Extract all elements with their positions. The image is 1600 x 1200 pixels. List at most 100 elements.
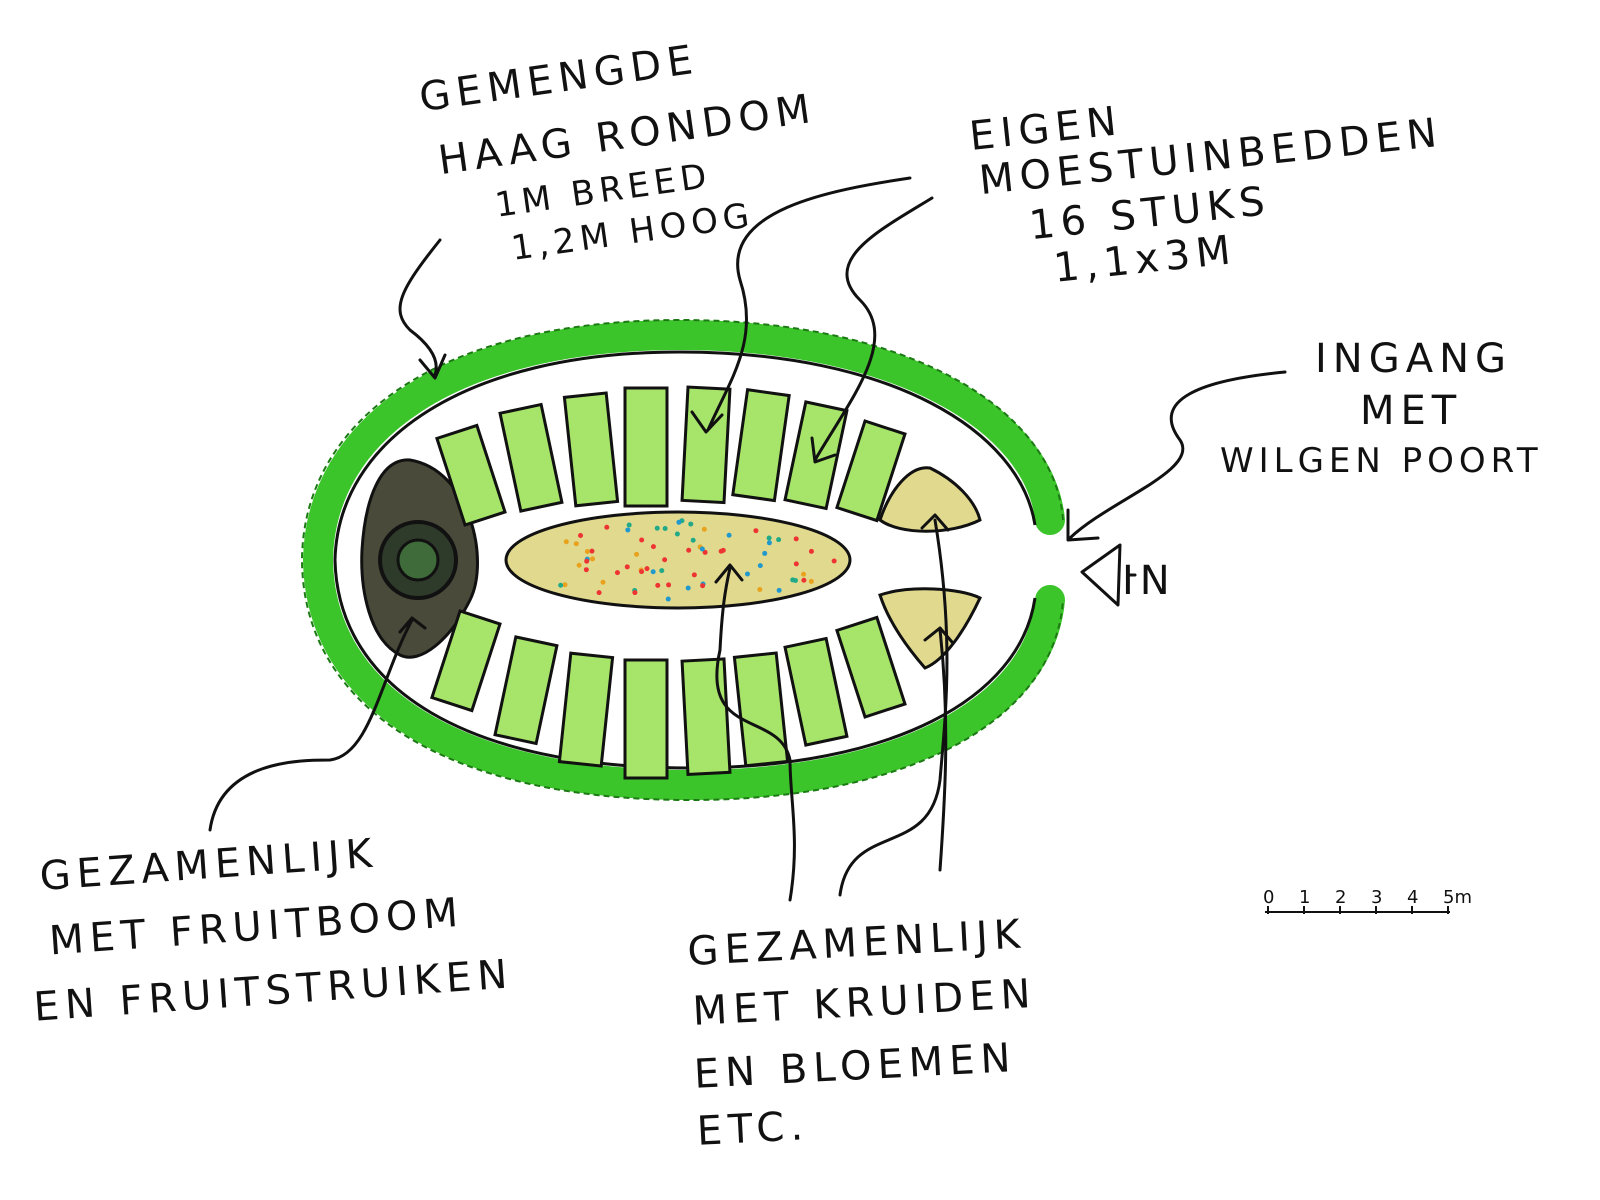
flower-dot bbox=[615, 570, 620, 575]
vegetable-bed bbox=[625, 388, 667, 506]
vegetable-bed bbox=[500, 405, 562, 512]
flower-dot bbox=[794, 561, 799, 566]
vegetable-bed bbox=[495, 637, 557, 744]
scale-tick-label: 4 bbox=[1407, 887, 1418, 908]
flower-dot bbox=[601, 580, 606, 585]
entrance-label-line: WILGEN POORT bbox=[1220, 441, 1543, 481]
flower-dot bbox=[639, 538, 644, 543]
flower-dot bbox=[589, 549, 594, 554]
flower-dot bbox=[655, 526, 660, 531]
flower-dot bbox=[832, 559, 837, 564]
flower-dot bbox=[644, 566, 649, 571]
herbs-label-line: ETC. bbox=[696, 1103, 810, 1155]
flower-dot bbox=[655, 583, 660, 588]
fruit-label-line: GEZAMENLIJK bbox=[38, 830, 379, 900]
vegetable-bed bbox=[785, 639, 847, 746]
herbs-label-line: EN BLOEMEN bbox=[693, 1035, 1018, 1098]
flower-dot bbox=[597, 590, 602, 595]
flower-dot bbox=[578, 533, 583, 538]
herbs-label-line: MET KRUIDEN bbox=[692, 971, 1038, 1035]
flower-dot bbox=[801, 578, 806, 583]
scale-bar: 0 1 2 3 4 5m bbox=[1263, 887, 1472, 914]
herb-triangle-bottom bbox=[880, 589, 980, 668]
hedge-leader bbox=[400, 240, 445, 378]
flower-dot bbox=[625, 527, 630, 532]
vegetable-bed bbox=[559, 653, 612, 766]
vegetable-bed bbox=[564, 393, 617, 506]
flower-dot bbox=[577, 563, 582, 568]
flower-dot bbox=[574, 541, 579, 546]
flower-dot bbox=[676, 520, 681, 525]
flower-dot bbox=[794, 536, 799, 541]
scale-tick-label: 3 bbox=[1371, 887, 1382, 908]
scale-tick-label: 0 bbox=[1263, 887, 1274, 908]
flower-dot bbox=[767, 540, 772, 545]
scale-tick-label: 1 bbox=[1299, 887, 1310, 908]
fruit-label-line: EN FRUITSTRUIKEN bbox=[32, 951, 514, 1030]
flower-dot bbox=[776, 537, 781, 542]
flower-dot bbox=[659, 568, 664, 573]
vegetable-bed bbox=[785, 402, 847, 509]
herbs-label-line: GEZAMENLIJK bbox=[686, 911, 1027, 975]
flower-dot bbox=[757, 587, 762, 592]
entrance-label-line: INGANG bbox=[1315, 336, 1512, 382]
flower-dot bbox=[666, 582, 671, 587]
flower-dot bbox=[604, 525, 609, 530]
scale-tick-label: 5m bbox=[1443, 887, 1472, 908]
entrance-label: INGANG MET WILGEN POORT IN bbox=[1122, 336, 1543, 604]
flower-dot bbox=[727, 533, 732, 538]
flower-dot bbox=[777, 588, 782, 593]
flower-dot bbox=[809, 579, 814, 584]
flower-dot bbox=[700, 546, 705, 551]
flower-dot bbox=[675, 531, 680, 536]
flower-dot bbox=[809, 549, 814, 554]
flower-dot bbox=[767, 536, 772, 541]
flower-dot bbox=[562, 582, 567, 587]
entrance-label-line: MET bbox=[1360, 388, 1462, 434]
herbs-label: GEZAMENLIJK MET KRUIDEN EN BLOEMEN ETC. bbox=[686, 911, 1043, 1155]
flower-dot bbox=[801, 572, 806, 577]
flower-dot bbox=[632, 590, 637, 595]
flower-dot bbox=[627, 522, 632, 527]
flower-dot bbox=[793, 578, 798, 583]
vegetable-bed bbox=[682, 387, 730, 503]
fruit-label-line: MET FRUITBOOM bbox=[48, 890, 466, 965]
hedge-label: GEMENGDE HAAG RONDOM 1M BREED 1,2M HOOG bbox=[416, 21, 832, 278]
vegetable-bed bbox=[734, 653, 787, 766]
flower-dot bbox=[700, 583, 705, 588]
flower-dot bbox=[639, 569, 644, 574]
vegetable-bed bbox=[733, 390, 789, 501]
flower-dot bbox=[625, 564, 630, 569]
flower-dot bbox=[590, 556, 595, 561]
flower-dot bbox=[585, 549, 590, 554]
flower-dot bbox=[558, 583, 563, 588]
flower-dot bbox=[691, 538, 696, 543]
flower-dot bbox=[692, 572, 697, 577]
flower-dot bbox=[651, 544, 656, 549]
flower-dot bbox=[702, 527, 707, 532]
flower-dot bbox=[753, 528, 758, 533]
flower-dot bbox=[584, 559, 589, 564]
flower-dot bbox=[666, 597, 671, 602]
flower-dot bbox=[762, 551, 767, 556]
vegetable-bed bbox=[625, 660, 667, 778]
entrance-marker-label: IN bbox=[1122, 558, 1176, 604]
flower-dot bbox=[663, 526, 668, 531]
flower-dot bbox=[584, 567, 589, 572]
flower-dot bbox=[662, 557, 667, 562]
fruit-label: GEZAMENLIJK MET FRUITBOOM EN FRUITSTRUIK… bbox=[23, 822, 514, 1031]
scale-tick-label: 2 bbox=[1335, 887, 1346, 908]
flower-dot bbox=[745, 572, 750, 577]
flower-dot bbox=[634, 552, 639, 557]
flower-dot bbox=[721, 548, 726, 553]
flower-dot bbox=[758, 563, 763, 568]
beds-label: EIGEN MOESTUINBEDDEN 16 STUKS 1,1x3M bbox=[967, 65, 1454, 299]
flower-dot bbox=[686, 548, 691, 553]
flower-dot bbox=[688, 522, 693, 527]
vegetable-bed bbox=[682, 659, 730, 775]
flower-dot bbox=[564, 539, 569, 544]
flower-dot bbox=[651, 569, 656, 574]
flower-dot bbox=[686, 585, 691, 590]
vegetable-bed bbox=[837, 617, 905, 717]
